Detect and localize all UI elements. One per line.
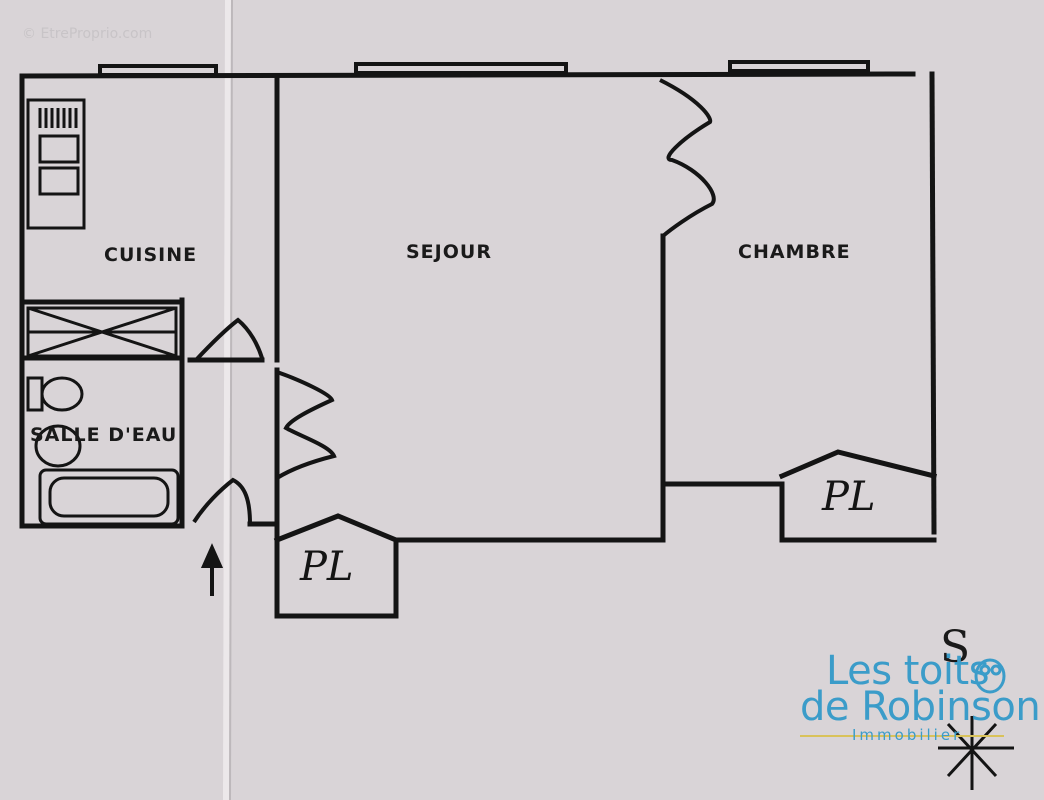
bathroom-fixtures <box>26 376 180 526</box>
kitchen-counter <box>26 98 86 230</box>
bathtub <box>38 468 180 526</box>
kitchen-fixtures <box>26 98 178 358</box>
walls <box>19 60 938 619</box>
folding-door-chambre <box>659 78 716 238</box>
logo-text-line1: Les toits <box>826 648 990 694</box>
placard-label: PL <box>300 544 354 590</box>
room-label-chambre: CHAMBRE <box>738 241 851 263</box>
compass-south-label: S <box>940 622 971 673</box>
watermark: © EtreProprio.com <box>22 26 153 42</box>
door-cuisine <box>194 317 264 362</box>
sink <box>38 134 80 164</box>
logo-text-line3: Immobilier <box>852 726 963 744</box>
folding-door-entry <box>275 370 337 480</box>
window <box>354 62 568 75</box>
washbasin <box>34 424 82 468</box>
window <box>728 60 870 73</box>
doors <box>192 78 716 525</box>
paper-fold <box>223 0 231 800</box>
toilet <box>40 376 84 412</box>
placard-label: PL <box>822 474 876 520</box>
door-entry <box>192 477 252 525</box>
window <box>98 64 218 77</box>
logo-text-line2: de Robinson <box>800 684 1041 730</box>
entry-arrow <box>200 543 224 596</box>
room-label-cuisine: CUISINE <box>104 244 198 266</box>
room-label-salle-eau: SALLE D'EAU <box>30 424 178 446</box>
room-label-sejour: SEJOUR <box>406 241 492 263</box>
owl-logo-icon <box>974 658 1006 694</box>
compass-star <box>938 716 1014 790</box>
sink <box>38 166 80 196</box>
paper-fold-shadow <box>229 0 233 800</box>
